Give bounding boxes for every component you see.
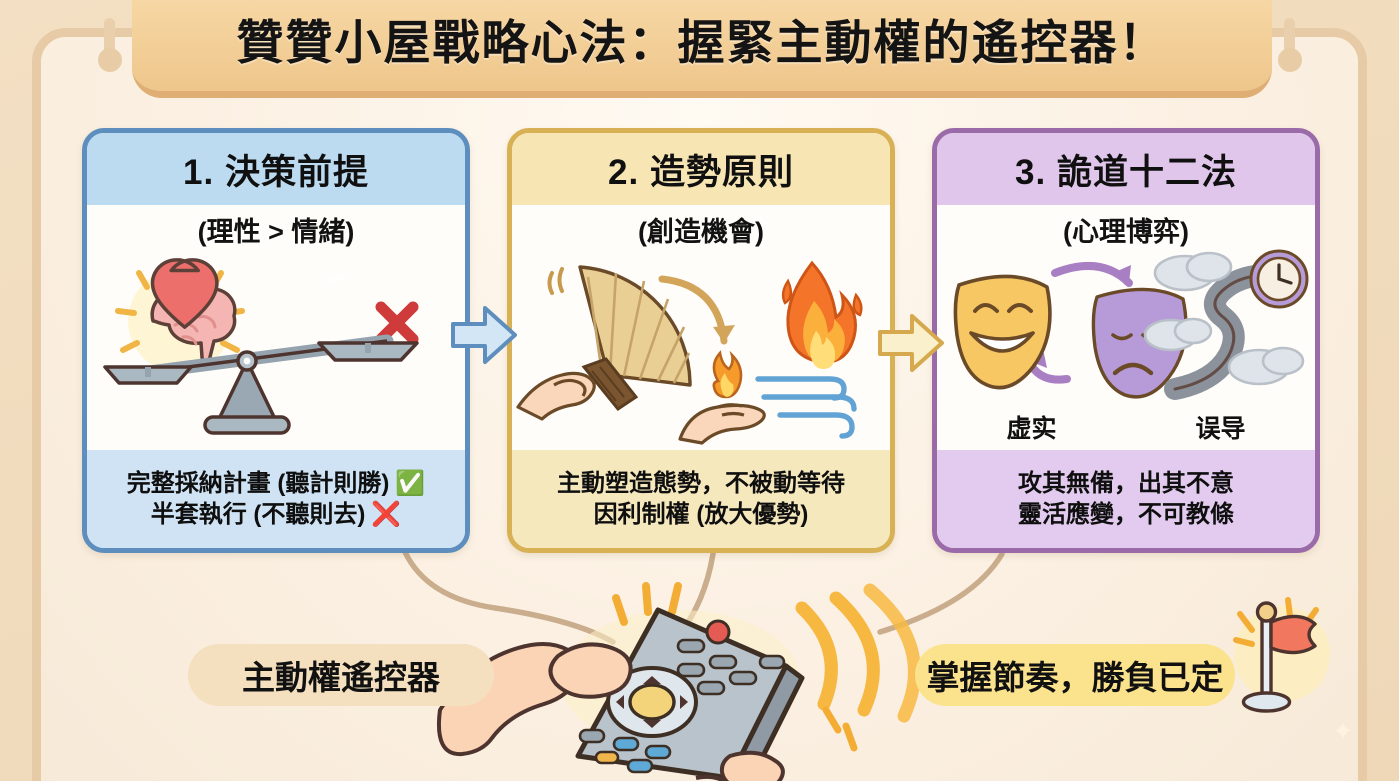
card-2-subtitle: (創造機會) (638, 217, 764, 247)
card-2-title: 2. 造勢原則 (608, 152, 794, 192)
card-1-footer-line-1: 完整採納計畫 (聽計則勝) ✅ (127, 469, 426, 500)
arrow-card2-to-card3-icon (878, 312, 944, 374)
balance-scale-illustration (87, 249, 465, 450)
card-2-body: (創造機會) (512, 205, 890, 450)
card-2-footer-line-1: 主動塑造態勢，不被動等待 (557, 470, 845, 498)
card-decision-premise[interactable]: 1. 決策前提 (理性 > 情緒) (82, 128, 470, 553)
pin-tack-right-icon (1278, 18, 1302, 80)
card-1-footer-text-1: 完整採納計畫 (聽計則勝) (126, 470, 390, 498)
card-3-footer-line-1: 攻其無備，出其不意 (1018, 470, 1234, 498)
arrow-card1-to-card2-icon (451, 304, 517, 366)
label-xushi: 虚实 (1006, 415, 1057, 443)
title-banner: 贊贊小屋戰略心法：握緊主動權的遙控器！ (132, 0, 1272, 98)
card-3-title: 3. 詭道十二法 (1015, 152, 1237, 192)
card-2-header: 2. 造勢原則 (512, 133, 890, 205)
sparkle-decoration-icon: ✦ (1332, 716, 1354, 746)
pill-left-label: 主動權遙控器 (242, 659, 440, 696)
card-1-footer: 完整採納計畫 (聽計則勝) ✅ 半套執行 (不聽則去) ❌ (87, 450, 465, 548)
cards-row: 1. 決策前提 (理性 > 情緒) (82, 128, 1320, 553)
pill-right-label: 掌握節奏，勝負已定 (926, 659, 1224, 696)
card-3-footer-line-2: 靈活應變，不可教條 (1018, 501, 1234, 528)
card-3-footer: 攻其無備，出其不意 靈活應變，不可教條 (937, 450, 1315, 548)
card-1-title: 1. 決策前提 (183, 152, 369, 192)
card-2-footer: 主動塑造態勢，不被動等待 因利制權 (放大優勢) (512, 450, 890, 548)
pill-initiative-remote: 主動權遙控器 (188, 644, 494, 706)
card-2-footer-line-2: 因利制權 (放大優勢) (593, 501, 809, 528)
card-1-subtitle: (理性 > 情緒) (197, 217, 355, 247)
cross-mark-red-icon: ❌ (371, 501, 402, 528)
card-momentum-principle[interactable]: 2. 造勢原則 (創造機會) (507, 128, 895, 553)
card-3-header: 3. 詭道十二法 (937, 133, 1315, 205)
check-mark-green-icon: ✅ (395, 470, 426, 498)
card-3-subtitle: (心理博弈) (1063, 217, 1189, 247)
card-1-footer-text-2: 半套執行 (不聽則去) (150, 501, 366, 528)
card-1-header: 1. 決策前提 (87, 133, 465, 205)
pin-tack-left-icon (98, 18, 122, 80)
red-flag-goal-icon (1222, 592, 1342, 722)
card-twelve-deceptions[interactable]: 3. 詭道十二法 (心理博弈) (932, 128, 1320, 553)
hand-holding-tv-remote-icon (430, 560, 930, 781)
card-3-icon-labels: 虚实 误导 (937, 409, 1315, 445)
pill-rhythm-outcome: 掌握節奏，勝負已定 (915, 644, 1235, 706)
masks-and-road-illustration (937, 249, 1315, 409)
card-1-footer-line-2: 半套執行 (不聽則去) ❌ (151, 500, 402, 531)
label-wudao: 误导 (1195, 415, 1246, 443)
card-1-body: (理性 > 情緒) (87, 205, 465, 450)
card-3-body: (心理博弈) (937, 205, 1315, 450)
page-title: 贊贊小屋戰略心法：握緊主動權的遙控器！ (236, 16, 1168, 69)
fan-and-flame-illustration (512, 249, 890, 450)
